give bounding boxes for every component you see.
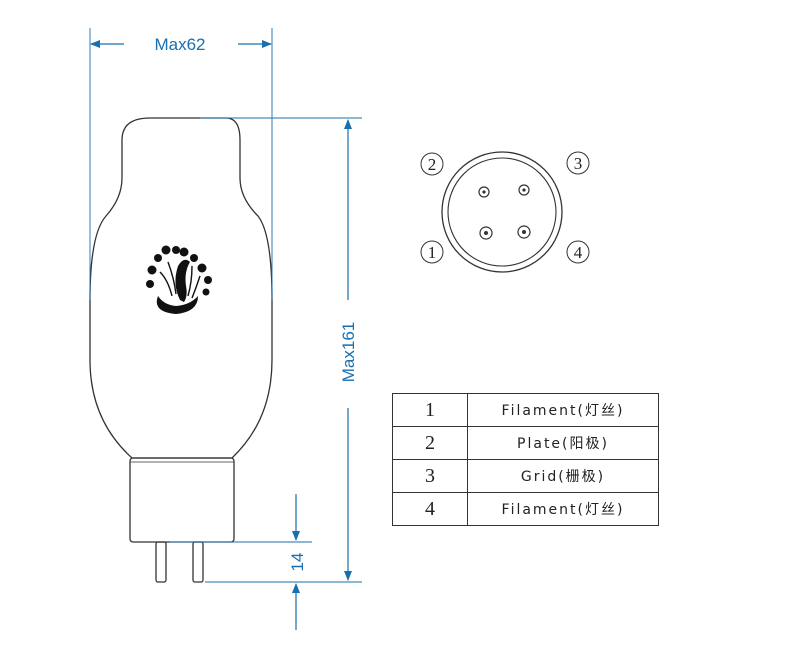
socket-pin-diagram: 2 3 1 4 [420,151,590,273]
pin-length-label: 14 [288,553,307,572]
pin-label-4: 4 [566,240,590,264]
pin-number: 2 [392,426,468,460]
tube-base [129,457,235,543]
height-label: Max161 [339,322,358,382]
pin-function: Plate(阳极) [467,426,659,460]
svg-text:4: 4 [574,243,583,262]
svg-text:1: 1 [428,243,437,262]
pin-function: Filament(灯丝) [467,492,659,526]
pin-socket-1 [479,226,493,240]
height-dimension: Max161 [200,117,362,583]
pin-number: 3 [392,459,468,493]
table-row: 3 Grid(栅极) [392,459,659,493]
pin-socket-2 [478,186,490,198]
pin-length-dimension: 14 [170,494,312,630]
pin-number: 1 [392,393,468,427]
pin-socket-4 [517,225,531,239]
width-dimension: Max62 [89,28,273,300]
table-row: 1 Filament(灯丝) [392,393,659,427]
pin-label-2: 2 [420,152,444,176]
pin-socket-3 [518,184,530,196]
width-label: Max62 [154,35,205,54]
pin-label-3: 3 [566,151,590,175]
peacock-logo [146,245,212,314]
pin-number: 4 [392,492,468,526]
pin-function: Grid(栅极) [467,459,659,493]
pin-label-1: 1 [420,240,444,264]
pin-function: Filament(灯丝) [467,393,659,427]
svg-text:2: 2 [428,155,437,174]
tube-pins [155,541,204,583]
svg-text:3: 3 [574,154,583,173]
table-row: 2 Plate(阳极) [392,426,659,460]
table-row: 4 Filament(灯丝) [392,492,659,526]
pin-function-table: 1 Filament(灯丝) 2 Plate(阳极) 3 Grid(栅极) 4 … [392,393,659,526]
